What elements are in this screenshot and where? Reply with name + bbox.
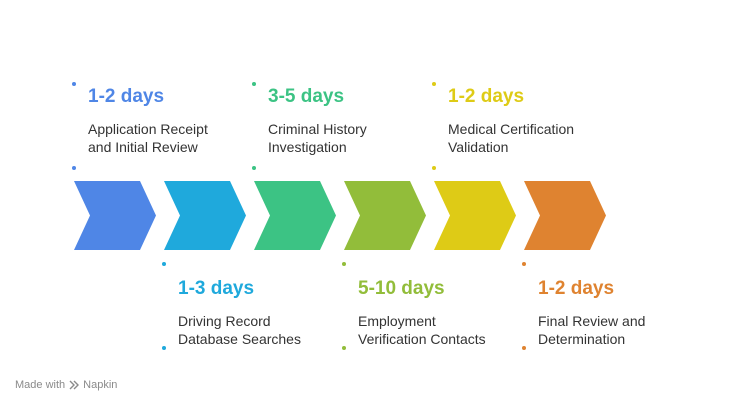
step-duration: 3-5 days [268, 86, 345, 107]
connector-dot [252, 82, 256, 86]
chevron-step-2 [164, 181, 246, 250]
connector-dot [522, 346, 526, 350]
connector-dot [162, 262, 166, 266]
step-description-line-1: Driving Record [178, 313, 271, 329]
napkin-brand-text: Napkin [83, 379, 118, 391]
step-description-line-2: and Initial Review [88, 139, 198, 155]
made-with-napkin-footer: Made with Napkin [15, 379, 117, 391]
connector-dot [252, 166, 256, 170]
made-with-text: Made with [15, 379, 66, 391]
step-description: Application Receipt and Initial Review [88, 120, 208, 156]
step-description-line-2: Determination [538, 331, 626, 347]
step-duration: 1-2 days [538, 278, 615, 299]
chevron-step-6 [524, 181, 606, 250]
step-description-line-1: Criminal History [268, 121, 367, 137]
chevron-step-5 [434, 181, 516, 250]
step-duration: 1-2 days [88, 86, 165, 107]
napkin-logo-icon [69, 380, 80, 390]
step-duration: 1-3 days [178, 278, 255, 299]
step-description-line-1: Final Review and [538, 313, 646, 329]
step-description-line-2: Validation [448, 139, 509, 155]
connector-dot [72, 82, 76, 86]
step-duration: 5-10 days [358, 278, 445, 299]
chevron-step-4 [344, 181, 426, 250]
step-description-line-2: Investigation [268, 139, 347, 155]
connector-dot [432, 82, 436, 86]
connector-dot [432, 166, 436, 170]
chevron-step-1 [74, 181, 156, 250]
connector-dot [72, 166, 76, 170]
step-description-line-1: Employment [358, 313, 436, 329]
step-duration: 1-2 days [448, 86, 525, 107]
step-description-line-1: Medical Certification [448, 121, 575, 137]
step-description-line-2: Database Searches [178, 331, 301, 347]
step-description-line-2: Verification Contacts [358, 331, 486, 347]
connector-dot [162, 346, 166, 350]
connector-dot [342, 346, 346, 350]
connector-dot [522, 262, 526, 266]
connector-dot [342, 262, 346, 266]
chevron-step-3 [254, 181, 336, 250]
step-description-line-1: Application Receipt [88, 121, 208, 137]
